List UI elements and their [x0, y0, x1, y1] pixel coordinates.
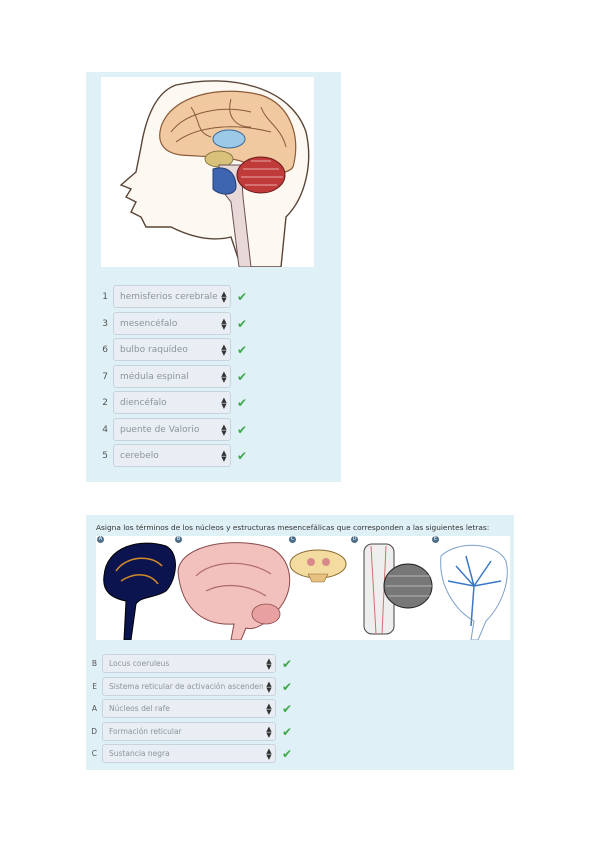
answer-select[interactable]: Locus coeruleus▲▼: [102, 654, 276, 673]
letter-badge-c: C: [289, 536, 296, 543]
select-caret-icon: ▲▼: [221, 316, 227, 331]
row-number: 6: [102, 344, 108, 355]
answer-select[interactable]: médula espinal▲▼: [113, 365, 231, 388]
list-item: D Formación reticular▲▼ ✔: [89, 722, 292, 741]
list-item: 7 médula espinal▲▼ ✔: [96, 365, 247, 388]
select-caret-icon: ▲▼: [221, 289, 227, 304]
select-caret-icon: ▲▼: [221, 448, 227, 463]
select-caret-icon: ▲▼: [266, 679, 272, 694]
answer-select[interactable]: hemisferios cerebrales▲▼: [113, 285, 231, 308]
row-letter: C: [91, 749, 97, 758]
answer-select[interactable]: puente de Valorio▲▼: [113, 418, 231, 441]
list-item: C Sustancia negra▲▼ ✔: [89, 744, 292, 763]
select-caret-icon: ▲▼: [266, 724, 272, 739]
row-number: 7: [102, 371, 108, 382]
letter-badge-a: A: [97, 536, 104, 543]
row-number: 1: [102, 291, 108, 302]
check-icon: ✔: [282, 679, 293, 694]
row-letter: E: [92, 682, 97, 691]
row-number: 4: [102, 424, 108, 435]
question-instruction: Asigna los términos de los núcleos y est…: [96, 523, 490, 532]
letter-badge-b: B: [175, 536, 182, 543]
check-icon: ✔: [237, 448, 248, 463]
list-item: 5 cerebelo▲▼ ✔: [96, 444, 247, 467]
select-caret-icon: ▲▼: [266, 746, 272, 761]
letter-badge-e: E: [432, 536, 439, 543]
row-letter: B: [91, 659, 97, 668]
select-caret-icon: ▲▼: [266, 656, 272, 671]
check-icon: ✔: [237, 316, 248, 331]
list-item: 2 diencéfalo▲▼ ✔: [96, 391, 247, 414]
row-number: 2: [102, 397, 108, 408]
list-item: 3 mesencéfalo▲▼ ✔: [96, 312, 247, 335]
list-item: B Locus coeruleus▲▼ ✔: [89, 654, 292, 673]
letter-badge-d: D: [351, 536, 358, 543]
check-icon: ✔: [237, 369, 248, 384]
answer-select[interactable]: Formación reticular▲▼: [102, 722, 276, 741]
check-icon: ✔: [237, 289, 248, 304]
list-item: 4 puente de Valorio▲▼ ✔: [96, 418, 247, 441]
check-icon: ✔: [282, 656, 293, 671]
check-icon: ✔: [282, 746, 293, 761]
answer-select[interactable]: bulbo raquídeo▲▼: [113, 338, 231, 361]
list-item: E Sistema reticular de activación ascend…: [89, 677, 292, 696]
check-icon: ✔: [237, 342, 248, 357]
select-caret-icon: ▲▼: [221, 422, 227, 437]
answer-select[interactable]: cerebelo▲▼: [113, 444, 231, 467]
answer-select[interactable]: Núcleos del rafe▲▼: [102, 699, 276, 718]
row-letter: D: [91, 727, 97, 736]
brain-structures-image: [96, 536, 510, 640]
list-item: 6 bulbo raquídeo▲▼ ✔: [96, 338, 247, 361]
select-caret-icon: ▲▼: [221, 369, 227, 384]
answer-select[interactable]: diencéfalo▲▼: [113, 391, 231, 414]
select-caret-icon: ▲▼: [221, 342, 227, 357]
list-item: 1 hemisferios cerebrales▲▼ ✔: [96, 285, 247, 308]
row-number: 3: [102, 318, 108, 329]
select-caret-icon: ▲▼: [266, 701, 272, 716]
check-icon: ✔: [282, 724, 293, 739]
answer-select[interactable]: mesencéfalo▲▼: [113, 312, 231, 335]
select-caret-icon: ▲▼: [221, 395, 227, 410]
check-icon: ✔: [282, 701, 293, 716]
brain-sagittal-image: [101, 77, 314, 267]
row-letter: A: [91, 704, 97, 713]
answer-select[interactable]: Sistema reticular de activación ascenden…: [102, 677, 276, 696]
check-icon: ✔: [237, 422, 248, 437]
row-number: 5: [102, 450, 108, 461]
answer-select[interactable]: Sustancia negra▲▼: [102, 744, 276, 763]
check-icon: ✔: [237, 395, 248, 410]
list-item: A Núcleos del rafe▲▼ ✔: [89, 699, 292, 718]
